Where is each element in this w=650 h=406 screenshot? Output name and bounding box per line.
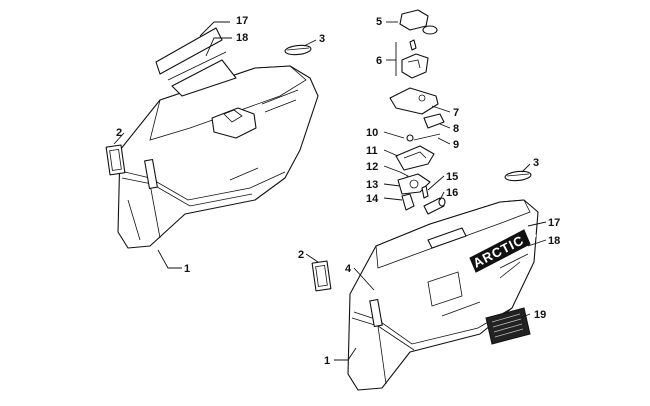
- callout-11: 11: [366, 145, 378, 157]
- callout-2-right: 2: [298, 249, 304, 261]
- right-badge: [504, 170, 532, 182]
- left-reflector: [105, 144, 126, 176]
- callouts: 17 18 3 2 1 5 6 7 8 9 10 11 12 13 14 15 …: [116, 15, 560, 367]
- callout-7: 7: [453, 107, 459, 119]
- callout-3-left: 3: [319, 33, 325, 45]
- right-saddlebag: [347, 199, 539, 391]
- callout-8: 8: [453, 123, 459, 135]
- callout-19: 19: [534, 309, 546, 321]
- lock-assembly: [389, 9, 446, 215]
- leader-lines: [113, 21, 547, 361]
- left-saddlebag: [117, 65, 319, 249]
- callout-3-right: 3: [533, 157, 539, 169]
- callout-18-left: 18: [236, 32, 248, 44]
- callout-10: 10: [366, 127, 378, 139]
- callout-4: 4: [345, 263, 352, 275]
- callout-9: 9: [453, 139, 459, 151]
- warning-label: [485, 307, 531, 345]
- callout-6: 6: [376, 55, 382, 67]
- callout-1-left: 1: [184, 263, 190, 275]
- callout-16: 16: [446, 187, 458, 199]
- callout-12: 12: [366, 161, 378, 173]
- callout-15: 15: [446, 171, 458, 183]
- callout-5: 5: [376, 16, 382, 28]
- callout-18-right: 18: [548, 235, 560, 247]
- callout-13: 13: [366, 179, 378, 191]
- callout-17-right: 17: [548, 217, 560, 229]
- left-decal-strip: [155, 27, 237, 97]
- callout-1-right: 1: [324, 355, 330, 367]
- callout-14: 14: [366, 193, 379, 205]
- left-badge: [284, 44, 312, 56]
- callout-17-left: 17: [236, 15, 248, 27]
- callout-2-left: 2: [116, 127, 122, 139]
- right-reflector: [311, 260, 332, 292]
